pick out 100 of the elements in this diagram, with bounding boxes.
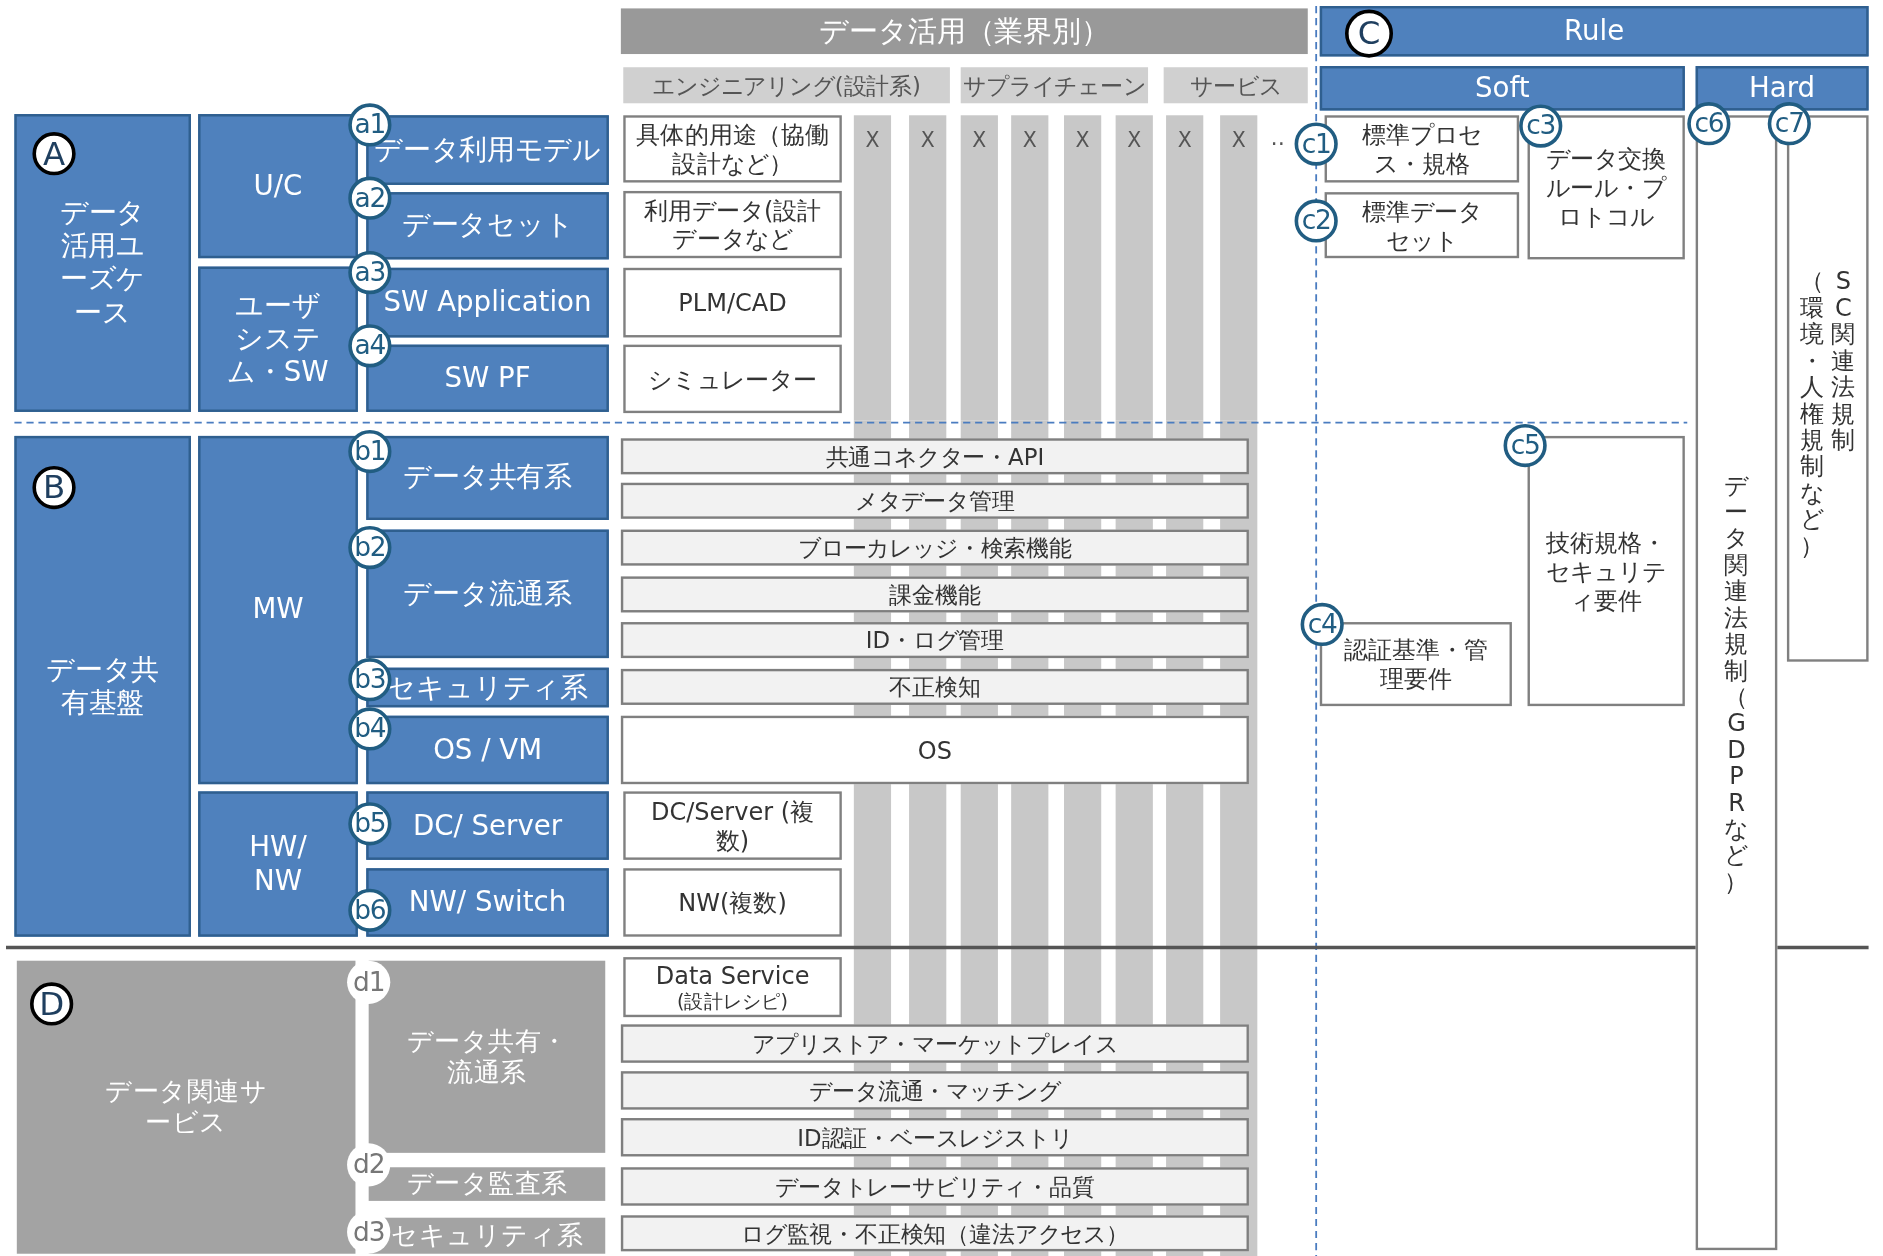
box-label: NW(複数) [678, 888, 787, 917]
box-label: HW/ NW [248, 830, 308, 898]
box-label: データ活用（業界別） [819, 13, 1110, 49]
function-row [620, 1024, 1249, 1063]
box-label: X [920, 127, 935, 152]
box-label: DC/Server (複数) [649, 796, 816, 855]
box-label: データトレーサビリティ・品質 [775, 1172, 1095, 1201]
callout-number: c4 [1300, 602, 1344, 647]
box-label: ログ監視・不正検知（違法アクセス） [740, 1219, 1129, 1247]
item-box [1527, 115, 1685, 260]
item-box [623, 190, 842, 259]
box-label: ID認証・ベースレジストリ [797, 1123, 1073, 1151]
function-row [620, 1071, 1249, 1110]
box-label: （環境・人権規制など） [1800, 267, 1825, 559]
box-label: データ流通系 [403, 577, 572, 611]
function-row [620, 529, 1249, 566]
industry-column [1115, 115, 1153, 421]
function-row [620, 1167, 1249, 1206]
layer-box [14, 435, 191, 937]
function-row [620, 1215, 1249, 1252]
section-marker: C [1345, 9, 1394, 58]
box-label: サービス [1190, 71, 1282, 99]
section-marker: B [32, 465, 76, 510]
box-label: DC/ Server [412, 809, 563, 843]
box-label: SC関連法規制 [1831, 267, 1856, 453]
box-label: Data Service [655, 961, 810, 990]
box-label: X [865, 127, 880, 152]
callout-number: c6 [1687, 102, 1731, 146]
box-label: データ共有系 [403, 461, 572, 495]
industry-column [1064, 115, 1102, 421]
box-label: U/C [253, 169, 303, 203]
item-box [623, 344, 842, 414]
box-label: 不正検知 [889, 673, 981, 701]
ellipsis-mark: ‥ [1270, 124, 1285, 151]
layer-box [198, 266, 358, 412]
callout-number: c2 [1294, 199, 1338, 243]
service-box [16, 960, 356, 1254]
section-marker: D [30, 982, 74, 1026]
layer-box [198, 791, 358, 937]
box-label: X [1075, 127, 1090, 152]
box-label: 技術規格・セキュリティ要件 [1545, 527, 1668, 615]
section-marker: A [32, 132, 76, 176]
box-label: データ流通・マッチング [809, 1076, 1061, 1105]
box-label: X [1127, 127, 1142, 152]
box-label: データ関連法規制（GDPRなど） [1724, 471, 1749, 895]
industry-column [1166, 115, 1204, 421]
industry-column [960, 115, 998, 421]
box-label: データ監査系 [406, 1168, 568, 1200]
box-label: アプリストア・マーケットプレイス [752, 1029, 1118, 1058]
box-label: シミュレーター [648, 364, 817, 394]
box-label: サプライチェーン [963, 71, 1146, 99]
box-label: 具体的用途（協働設計など） [635, 120, 830, 178]
box-label: PLM/CAD [678, 288, 787, 318]
item-box [623, 115, 842, 183]
function-row [620, 438, 1249, 475]
function-row [620, 1118, 1249, 1157]
box-label: Hard [1749, 71, 1816, 105]
box-label: データ関連サービス [104, 1075, 269, 1139]
layer-box [14, 114, 191, 412]
box-label: データ共有基盤 [45, 653, 161, 720]
box-label: X [972, 127, 987, 152]
box-label: X [1231, 127, 1246, 152]
layer-box [1319, 6, 1869, 57]
box-label: ID・ログ管理 [865, 626, 1005, 654]
box-label: NW/ Switch [408, 885, 567, 920]
box-label: (設計レシピ) [677, 990, 789, 1014]
box-label: ユーザシステム・SW [226, 289, 330, 389]
box-label: SW PF [444, 361, 531, 395]
item-box [623, 791, 842, 860]
layer-box [198, 114, 358, 259]
category-header [1163, 67, 1308, 104]
box-label: データ活用ユーズケース [60, 196, 146, 330]
box-label: データ共有・流通系 [405, 1025, 569, 1089]
callout-number: c5 [1503, 423, 1547, 468]
category-header [623, 67, 950, 104]
box-label: エンジニアリング(設計系) [652, 71, 921, 99]
layer-box [1319, 66, 1685, 111]
box-label: OS / VM [433, 733, 542, 767]
box-label: 標準プロセス・規格 [1360, 120, 1483, 178]
box-label: MW [252, 593, 304, 627]
box-label: 標準データセット [1360, 196, 1483, 254]
function-row [620, 622, 1249, 659]
item-box [620, 715, 1249, 785]
industry-column [909, 115, 947, 421]
item-box [623, 267, 842, 338]
box-label: 利用データ(設計データなど [642, 195, 823, 254]
header-band [620, 8, 1308, 55]
industry-column [853, 115, 892, 421]
layer-box [198, 435, 358, 785]
function-row [620, 668, 1249, 705]
box-label: X [1022, 127, 1037, 152]
box-label: X [1177, 127, 1192, 152]
box-label: Soft [1475, 71, 1530, 105]
box-label: 認証基準・管理要件 [1342, 635, 1489, 693]
industry-column [1011, 115, 1049, 421]
box-label: 課金機能 [889, 580, 981, 609]
callout-number: c1 [1294, 122, 1338, 166]
layer-box [1695, 66, 1869, 111]
box-label: ブローカレッジ・検索機能 [798, 533, 1072, 562]
industry-column [1220, 115, 1258, 421]
